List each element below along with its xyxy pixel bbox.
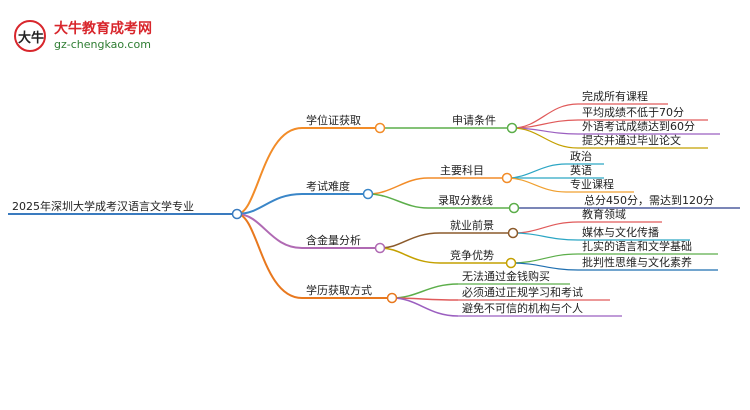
leaf-label[interactable]: 平均成绩不低于70分 xyxy=(582,106,684,119)
mindmap-underlines xyxy=(8,103,740,317)
sub-label-cutoff[interactable]: 录取分数线 xyxy=(438,193,493,207)
branch-node-dot xyxy=(362,188,374,200)
leaf-label[interactable]: 教育领域 xyxy=(582,207,626,221)
sub-node-dot xyxy=(505,257,517,269)
leaf-label[interactable]: 总分450分，需达到120分 xyxy=(584,193,714,207)
sub-label-subjects[interactable]: 主要科目 xyxy=(440,163,484,177)
branch-label-difficulty[interactable]: 考试难度 xyxy=(306,179,350,193)
sub-label-conditions[interactable]: 申请条件 xyxy=(452,113,496,127)
logo-title: 大牛教育成考网 xyxy=(54,21,152,37)
sub-node-dot xyxy=(506,122,518,134)
site-logo[interactable]: 大牛 大牛教育成考网 gz-chengkao.com xyxy=(12,16,172,56)
leaf-label[interactable]: 英语 xyxy=(570,163,592,177)
leaf-label[interactable]: 避免不可信的机构与个人 xyxy=(462,301,583,315)
branch-node-dot xyxy=(386,292,398,304)
leaf-label[interactable]: 媒体与文化传播 xyxy=(582,225,659,239)
branch-node-dot xyxy=(374,242,386,254)
root-label[interactable]: 2025年深圳大学成考汉语言文学专业 xyxy=(12,199,194,213)
sub-node-dot xyxy=(501,172,513,184)
sub-label-advantage[interactable]: 竞争优势 xyxy=(450,248,494,262)
branch-label-value[interactable]: 含金量分析 xyxy=(306,233,361,247)
leaf-label[interactable]: 政治 xyxy=(570,149,592,163)
branch-label-degree[interactable]: 学位证获取 xyxy=(306,113,361,127)
mindmap-edges xyxy=(236,103,580,317)
sub-label-employment[interactable]: 就业前景 xyxy=(450,218,494,232)
leaf-label[interactable]: 扎实的语言和文学基础 xyxy=(582,239,692,253)
leaf-label[interactable]: 无法通过金钱购买 xyxy=(462,269,550,283)
leaf-label[interactable]: 提交并通过毕业论文 xyxy=(582,133,681,147)
leaf-label[interactable]: 必须通过正规学习和考试 xyxy=(462,285,583,299)
logo-url: gz-chengkao.com xyxy=(54,38,151,51)
logo-mark-icon: 大牛 xyxy=(14,20,46,52)
leaf-label[interactable]: 外语考试成绩达到60分 xyxy=(582,120,695,133)
leaf-label[interactable]: 专业课程 xyxy=(570,177,614,191)
leaf-label[interactable]: 批判性思维与文化素养 xyxy=(582,255,692,269)
logo-mark-text: 大牛 xyxy=(18,30,44,46)
branch-label-obtain[interactable]: 学历获取方式 xyxy=(306,283,372,297)
leaf-label[interactable]: 完成所有课程 xyxy=(582,89,648,103)
sub-node-dot xyxy=(507,227,519,239)
branch-node-dot xyxy=(374,122,386,134)
sub-node-dot xyxy=(508,202,520,214)
mindmap-node-dots xyxy=(231,122,520,304)
root-node-dot xyxy=(231,208,243,220)
